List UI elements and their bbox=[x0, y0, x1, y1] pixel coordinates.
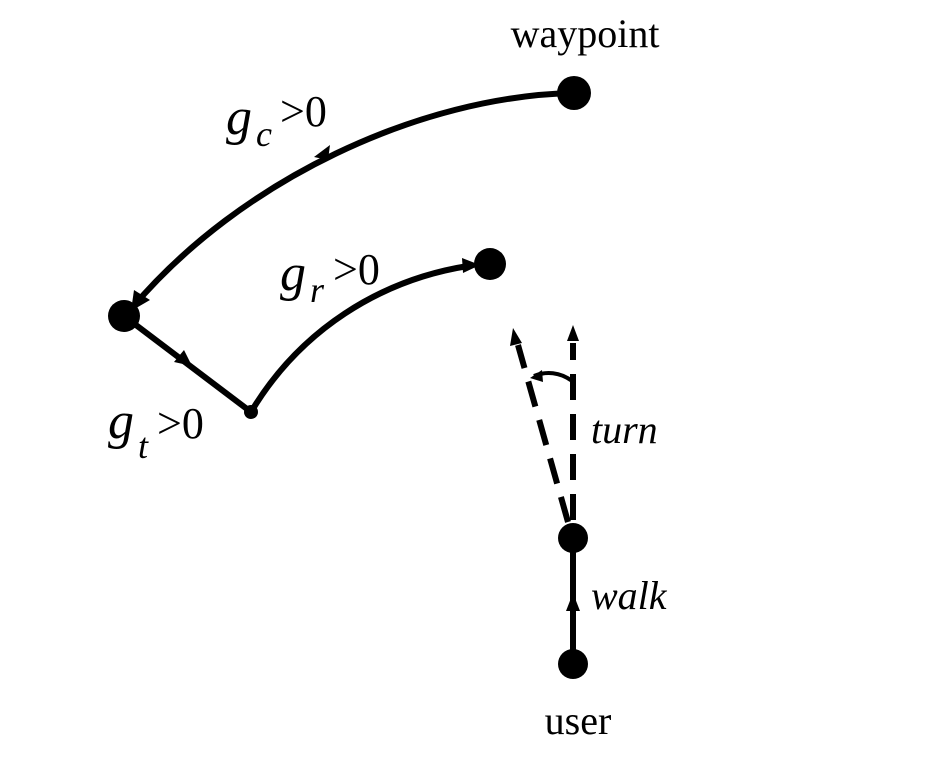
turned-heading-arrowhead bbox=[510, 328, 522, 346]
gain-symbol: g bbox=[280, 245, 306, 302]
gain-relation: >0 bbox=[157, 399, 204, 448]
gain-subscript: t bbox=[138, 426, 149, 466]
turn-label: turn bbox=[591, 407, 658, 452]
straight-heading-arrowhead bbox=[567, 325, 579, 341]
walk-arrow bbox=[566, 593, 580, 611]
turn-angle-arrowhead bbox=[530, 370, 543, 382]
rotation-gain-path bbox=[248, 263, 469, 414]
turned-dashed-heading bbox=[515, 344, 571, 523]
rotation-gain-label: g r >0 bbox=[280, 245, 380, 310]
translation-gain-label: g t >0 bbox=[108, 393, 204, 466]
waypoint-label: waypoint bbox=[511, 11, 660, 56]
target-node bbox=[474, 248, 506, 280]
left-turn-node bbox=[108, 300, 140, 332]
walk-label: walk bbox=[591, 573, 668, 618]
curvature-gain-label: g c >0 bbox=[226, 87, 327, 154]
waypoint-node bbox=[557, 76, 591, 110]
gain-subscript: c bbox=[256, 114, 272, 154]
gain-symbol: g bbox=[108, 393, 134, 450]
small-junction-node bbox=[244, 405, 258, 419]
rotation-path-end-arrowhead bbox=[462, 258, 480, 273]
gain-relation: >0 bbox=[280, 87, 327, 136]
curvature-path-mid-arrow bbox=[314, 145, 330, 160]
user-label: user bbox=[545, 698, 612, 743]
gain-symbol: g bbox=[226, 89, 252, 146]
curvature-gain-path bbox=[129, 90, 575, 310]
gain-relation: >0 bbox=[333, 245, 380, 294]
gain-subscript: r bbox=[310, 270, 325, 310]
translation-path-mid-arrow bbox=[174, 350, 192, 366]
